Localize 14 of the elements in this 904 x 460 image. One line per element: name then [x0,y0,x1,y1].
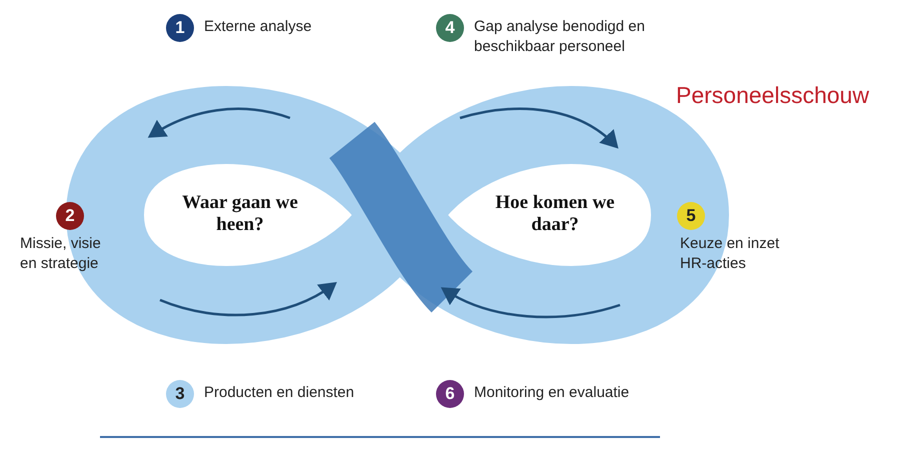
step-label: Producten en diensten [204,383,356,403]
step-number-badge: 6 [436,380,464,408]
step-number-badge: 2 [56,202,84,230]
question-text: Waar gaan we heen? [181,192,299,236]
step-label: Monitoring en evaluatie [474,383,630,403]
step-label: Missie, visie en strategie [20,234,102,274]
title: Personeelsschouw [676,82,870,109]
step-label: Gap analyse benodigd en beschikbaar personeel [474,17,646,57]
step-label: Externe analyse [204,17,313,37]
step-label: Keuze en inzet HR-acties [680,234,780,274]
step-number-badge: 1 [166,14,194,42]
step-number-badge: 4 [436,14,464,42]
question-text: Hoe komen we daar? [495,192,615,236]
step-number-badge: 3 [166,380,194,408]
